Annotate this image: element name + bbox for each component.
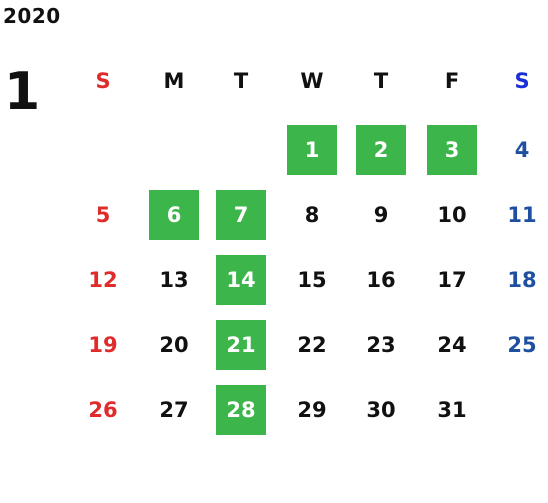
calendar-day[interactable]: 20 — [159, 333, 189, 357]
calendar-day-highlighted[interactable]: 21 — [216, 320, 266, 370]
calendar-day[interactable]: 4 — [514, 138, 530, 162]
weekday-header-fri: F — [444, 69, 460, 93]
year-label: 2020 — [3, 4, 61, 28]
calendar-day[interactable]: 24 — [437, 333, 467, 357]
calendar-day[interactable]: 18 — [507, 268, 537, 292]
calendar-day[interactable]: 16 — [366, 268, 396, 292]
calendar-day-highlighted[interactable]: 6 — [149, 190, 199, 240]
calendar-day[interactable]: 26 — [88, 398, 118, 422]
calendar-day[interactable]: 17 — [437, 268, 467, 292]
month-number: 1 — [4, 62, 41, 122]
calendar-day[interactable]: 25 — [507, 333, 537, 357]
calendar-day[interactable]: 22 — [297, 333, 327, 357]
calendar-day[interactable]: 13 — [159, 268, 189, 292]
calendar-day[interactable]: 19 — [88, 333, 118, 357]
calendar-day[interactable]: 31 — [437, 398, 467, 422]
calendar-day[interactable]: 8 — [304, 203, 320, 227]
calendar-day-highlighted[interactable]: 28 — [216, 385, 266, 435]
weekday-header-sun: S — [95, 69, 111, 93]
calendar-day[interactable]: 27 — [159, 398, 189, 422]
calendar-day[interactable]: 10 — [437, 203, 467, 227]
weekday-header-thu: T — [373, 69, 389, 93]
calendar-day-highlighted[interactable]: 2 — [356, 125, 406, 175]
calendar-day[interactable]: 29 — [297, 398, 327, 422]
weekday-header-wed: W — [300, 69, 324, 93]
calendar-day[interactable]: 5 — [95, 203, 111, 227]
calendar-day[interactable]: 12 — [88, 268, 118, 292]
calendar-day[interactable]: 15 — [297, 268, 327, 292]
weekday-header-mon: M — [163, 69, 185, 93]
calendar-day-highlighted[interactable]: 1 — [287, 125, 337, 175]
calendar-day[interactable]: 23 — [366, 333, 396, 357]
weekday-header-tue: T — [233, 69, 249, 93]
calendar-day[interactable]: 30 — [366, 398, 396, 422]
calendar-day[interactable]: 9 — [373, 203, 389, 227]
calendar-day-highlighted[interactable]: 7 — [216, 190, 266, 240]
calendar-day[interactable]: 11 — [507, 203, 537, 227]
calendar-day-highlighted[interactable]: 3 — [427, 125, 477, 175]
weekday-header-sat: S — [514, 69, 530, 93]
calendar-day-highlighted[interactable]: 14 — [216, 255, 266, 305]
